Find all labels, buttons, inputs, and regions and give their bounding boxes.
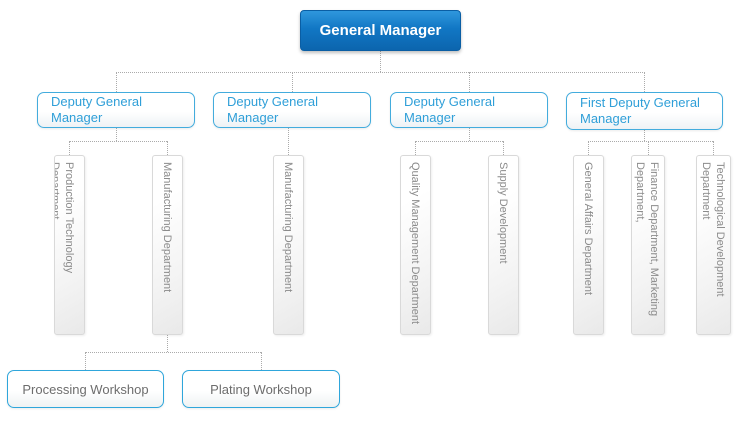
node-general-affairs-department: General Affairs Department	[573, 155, 604, 335]
node-processing-workshop-label: Processing Workshop	[22, 381, 149, 397]
connector-main-horizontal	[116, 72, 645, 73]
node-finance-marketing-department: Finance Department, Marketing Department…	[631, 155, 665, 335]
node-plating-workshop: Plating Workshop	[182, 370, 340, 408]
connector-drop-dept-2	[167, 141, 168, 155]
connector-deputy1-stem	[116, 128, 117, 141]
connector-drop-dept-6	[588, 141, 589, 155]
connector-deputy4-horizontal	[588, 141, 713, 142]
node-first-deputy-general-manager: First Deputy General Manager	[566, 92, 723, 130]
connector-drop-workshop-2	[261, 352, 262, 370]
node-manufacturing-department-1: Manufacturing Department	[152, 155, 183, 335]
node-plating-workshop-label: Plating Workshop	[210, 381, 312, 397]
node-production-technology-department: Production Technology Department	[54, 155, 85, 335]
connector-workshops-horizontal	[85, 352, 261, 353]
connector-drop-deputy-1	[116, 72, 117, 92]
node-deputy-general-manager-1: Deputy General Manager	[37, 92, 195, 128]
node-processing-workshop: Processing Workshop	[7, 370, 164, 408]
connector-deputy3-horizontal	[415, 141, 503, 142]
connector-drop-dept-1	[69, 141, 70, 155]
node-general-manager: General Manager	[300, 10, 461, 51]
node-manufacturing-department-2: Manufacturing Department	[273, 155, 304, 335]
connector-drop-deputy-4	[644, 72, 645, 92]
connector-root-stem	[380, 51, 381, 72]
connector-deputy2-stem	[288, 128, 289, 155]
connector-deputy4-stem	[644, 130, 645, 141]
connector-drop-workshop-1	[85, 352, 86, 370]
node-supply-development: Supply Development	[488, 155, 519, 335]
node-general-manager-label: General Manager	[319, 22, 442, 39]
connector-manufacturing-stem	[167, 335, 168, 352]
node-deputy-4-label: First Deputy General Manager	[580, 95, 700, 126]
connector-drop-dept-8	[713, 141, 714, 155]
node-deputy-general-manager-2: Deputy General Manager	[213, 92, 371, 128]
node-deputy-general-manager-3: Deputy General Manager	[390, 92, 548, 128]
node-technological-development-department: Technological Development Department	[696, 155, 731, 335]
connector-drop-dept-5	[503, 141, 504, 155]
node-deputy-1-label: Deputy General Manager	[51, 94, 143, 125]
connector-deputy1-horizontal	[69, 141, 167, 142]
connector-drop-dept-7	[648, 141, 649, 155]
node-deputy-3-label: Deputy General Manager	[404, 94, 496, 125]
connector-drop-deputy-2	[292, 72, 293, 92]
connector-deputy3-stem	[469, 128, 470, 141]
connector-drop-deputy-3	[469, 72, 470, 92]
node-deputy-2-label: Deputy General Manager	[227, 94, 319, 125]
connector-drop-dept-4	[415, 141, 416, 155]
node-quality-management-department: Quality Management Department	[400, 155, 431, 335]
